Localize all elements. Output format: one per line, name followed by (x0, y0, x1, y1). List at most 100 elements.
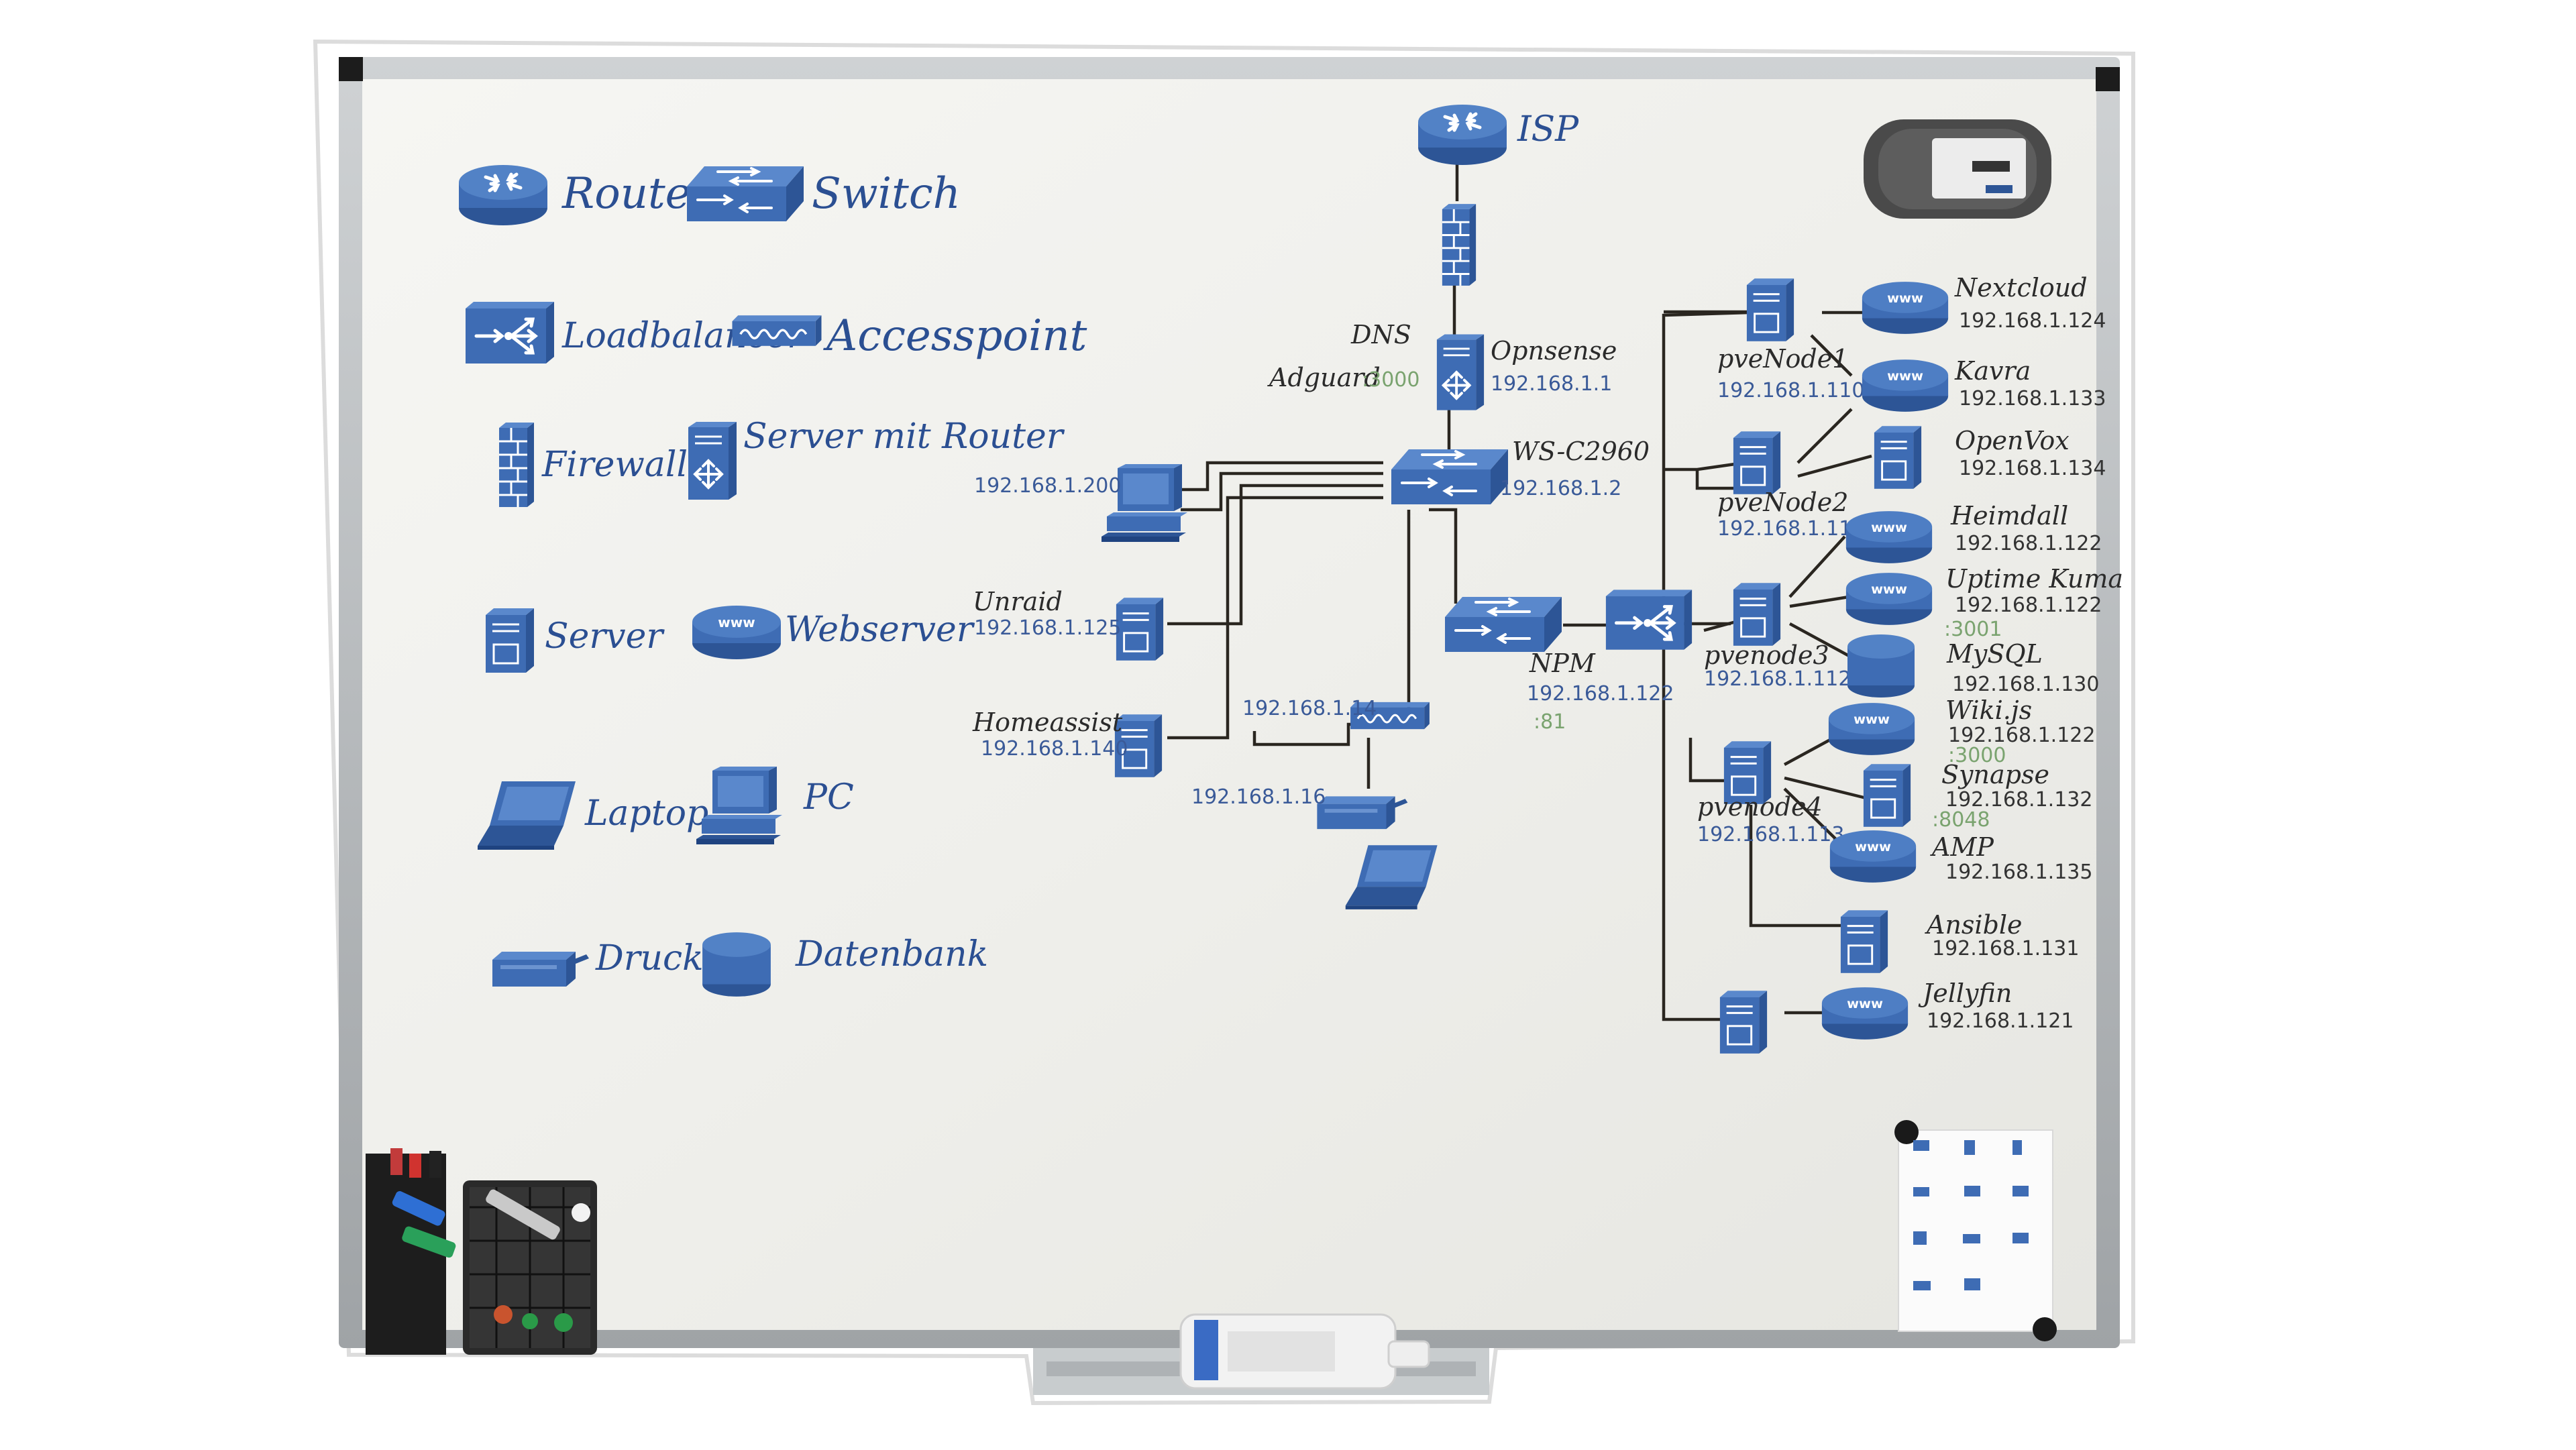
synapse-port: :8048 (1932, 808, 1990, 832)
nextcloud-label: Nextcloud (1954, 273, 2088, 302)
uptime-kuma-label: Uptime Kuma (1945, 564, 2123, 594)
ansible-server-icon (1839, 909, 1889, 974)
npm-loadbalancer-icon (1606, 590, 1692, 649)
kavra-ip: 192.168.1.133 (1959, 387, 2106, 410)
cleaner-bottle (1179, 1313, 1430, 1390)
pvenode4-ip: 192.168.1.113 (1697, 823, 1844, 846)
legend-webserver-label: Webserver (785, 610, 975, 650)
board-surface (362, 79, 2096, 1330)
amp-ip: 192.168.1.135 (1945, 860, 2092, 884)
opnsense-label: Opnsense (1491, 336, 1617, 366)
ansible-label: Ansible (1925, 910, 2023, 940)
firewall-icon (498, 421, 535, 508)
wiki-port: :3000 (1948, 744, 2006, 767)
core-switch-label: WS-C2960 (1512, 437, 1650, 466)
printer-ip: 192.168.1.16 (1191, 785, 1326, 809)
pvenode3-label: pvenode3 (1704, 640, 1829, 670)
pvenode2-label: pveNode2 (1717, 488, 1848, 517)
openvox-server-icon (1873, 425, 1923, 490)
second-switch-icon (1444, 596, 1563, 653)
pvenode3-ip: 192.168.1.112 (1704, 667, 1851, 691)
unraid-server-icon (1115, 596, 1165, 662)
legend-database-label: Datenbank (795, 934, 988, 974)
eraser (1864, 119, 2051, 219)
synapse-label: Synapse (1941, 760, 2049, 789)
kavra-webserver-icon (1862, 359, 1949, 412)
uptime-kuma-webserver-icon (1845, 573, 1933, 625)
accesspoint-icon (731, 314, 823, 347)
marker-cup (366, 1148, 597, 1355)
legend-laptop-label: Laptop (584, 793, 708, 834)
amp-webserver-icon (1829, 830, 1917, 883)
pvenode1-server-icon (1746, 277, 1795, 343)
mysql-database-icon (1847, 634, 1915, 698)
database-icon (702, 932, 771, 997)
legend-switch-label: Switch (812, 169, 961, 219)
synapse-ip: 192.168.1.132 (1945, 788, 2092, 812)
webserver-icon (692, 606, 781, 659)
uptime-kuma-ip: 192.168.1.122 (1955, 594, 2102, 617)
openvox-ip: 192.168.1.134 (1959, 457, 2106, 480)
npm-port: :81 (1534, 710, 1566, 734)
isp-label: ISP (1517, 109, 1579, 150)
legend-accesspoint-label: Accesspoint (823, 311, 1087, 361)
mysql-label: MySQL (1946, 639, 2043, 669)
pvenode4-label: pvenode4 (1697, 792, 1823, 822)
legend-firewall-label: Firewall (541, 445, 688, 485)
adguard-label: Adguard (1267, 363, 1381, 392)
wiki-webserver-icon (1828, 703, 1915, 755)
whiteboard (313, 39, 2135, 1406)
npm-ip: 192.168.1.122 (1527, 682, 1674, 706)
jellyfin-ip: 192.168.1.121 (1927, 1009, 2074, 1033)
legend-server-router-label: Server mit Router (743, 416, 1065, 457)
pvenode1-ip: 192.168.1.110 (1717, 379, 1864, 402)
isp-firewall-icon (1441, 203, 1477, 287)
nextcloud-ip: 192.168.1.124 (1959, 309, 2106, 333)
switch-icon (686, 165, 805, 223)
pvenode2-ip: 192.168.1.111 (1717, 517, 1864, 541)
server-icon (484, 607, 535, 674)
pc-ip: 192.168.1.200 (974, 474, 1121, 498)
mysql-ip: 192.168.1.130 (1952, 673, 2099, 696)
core-switch-icon (1390, 448, 1509, 506)
pvenode1-label: pveNode1 (1717, 344, 1848, 374)
synapse-server-icon (1862, 763, 1912, 828)
router-icon (459, 165, 547, 225)
heimdall-webserver-icon (1845, 511, 1933, 563)
network-wires (1167, 161, 1872, 1021)
nextcloud-webserver-icon (1862, 282, 1949, 334)
unraid-ip: 192.168.1.125 (974, 616, 1121, 640)
ansible-ip: 192.168.1.131 (1932, 937, 2079, 960)
heimdall-ip: 192.168.1.122 (1955, 532, 2102, 555)
adguard-port: :3000 (1362, 368, 1419, 392)
wiki-ip: 192.168.1.122 (1948, 724, 2095, 747)
cheat-sheet (1894, 1120, 2057, 1341)
wiki-label: Wiki.js (1945, 695, 2032, 725)
isp-router-icon (1418, 105, 1507, 165)
server-router-icon (688, 422, 737, 500)
loadbalancer-icon (466, 302, 554, 364)
pvenode3-server-icon (1732, 581, 1782, 647)
heimdall-label: Heimdall (1950, 501, 2068, 531)
openvox-label: OpenVox (1955, 426, 2070, 455)
opnsense-server-router-icon (1435, 333, 1486, 412)
legend-pc-label: PC (803, 777, 854, 818)
dns-label: DNS (1350, 320, 1411, 349)
jellyfin-host-server-icon (1719, 989, 1768, 1055)
network-devices: ISP DNS Adguard :3000 Opnsense 192.168.1… (972, 105, 2123, 1055)
homeassist-label: Homeassist (972, 708, 1123, 737)
amp-label: AMP (1930, 832, 1994, 862)
legend-server-label: Server (545, 616, 665, 657)
legend: Router Switch Loadbalancer Accesspoint F… (459, 165, 1087, 997)
jellyfin-webserver-icon (1821, 987, 1909, 1040)
kavra-label: Kavra (1954, 356, 2031, 386)
core-switch-ip: 192.168.1.2 (1500, 477, 1621, 500)
npm-label: NPM (1529, 649, 1596, 678)
uptime-kuma-port: :3001 (1944, 618, 2002, 641)
jellyfin-label: Jellyfin (1918, 979, 2012, 1008)
homeassist-ip: 192.168.1.140 (981, 737, 1128, 761)
opnsense-ip: 192.168.1.1 (1491, 372, 1612, 396)
unraid-label: Unraid (973, 587, 1063, 616)
pvenode2-server-icon (1732, 430, 1782, 496)
